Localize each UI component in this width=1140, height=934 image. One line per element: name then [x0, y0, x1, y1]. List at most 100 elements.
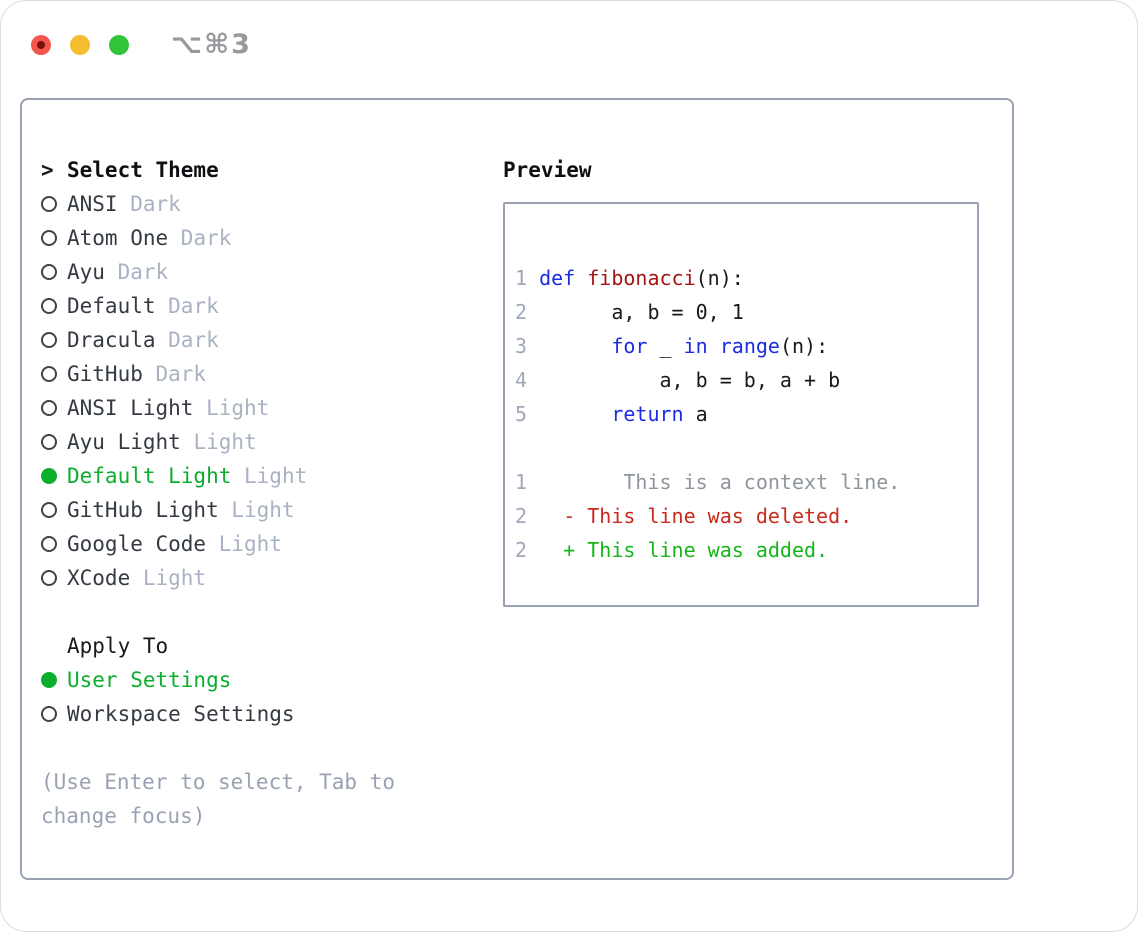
radio-icon [41, 706, 57, 722]
theme-option-github-light[interactable]: GitHub Light Light [41, 493, 491, 527]
option-label: Dracula [67, 328, 156, 352]
radio-icon [41, 536, 57, 552]
code-line: 2 + This line was added. [515, 533, 977, 567]
variant-tag: Light [130, 566, 207, 590]
theme-option-ansi-light[interactable]: ANSI Light Light [41, 391, 491, 425]
option-label: Default Light [67, 464, 232, 488]
radio-icon [41, 570, 57, 586]
radio-icon [41, 298, 57, 314]
apply-to-title: Apply To [67, 634, 169, 658]
code-segment-code_default [539, 504, 563, 528]
apply-to-heading: Apply To [41, 629, 491, 663]
code-segment-code_default: a, b = 0, 1 [539, 300, 744, 324]
theme-option-default-light[interactable]: Default Light Light [41, 459, 491, 493]
theme-option-ayu[interactable]: Ayu Dark [41, 255, 491, 289]
option-label: Google Code [67, 532, 207, 556]
radio-icon [41, 366, 57, 382]
code-segment-deleted: - This line was deleted. [563, 504, 853, 528]
theme-option-google-code[interactable]: Google Code Light [41, 527, 491, 561]
variant-tag: Dark [155, 328, 219, 352]
variant-tag: Dark [168, 226, 232, 250]
close-dot-icon [37, 40, 45, 49]
theme-option-github[interactable]: GitHub Dark [41, 357, 491, 391]
option-label: ANSI Light [67, 396, 194, 420]
radio-selected-icon [41, 672, 57, 688]
apply-option-workspace-settings[interactable]: Workspace Settings [41, 697, 491, 731]
option-label: XCode [67, 566, 131, 590]
code-line: 2 - This line was deleted. [515, 499, 977, 533]
traffic-light-zoom[interactable] [109, 34, 129, 55]
titlebar: ⌥⌘3 [31, 29, 252, 60]
option-label: User Settings [67, 668, 232, 692]
code-segment-code_default [539, 402, 611, 426]
code-segment-line_number: 1 [515, 470, 540, 494]
option-label: ANSI [67, 192, 118, 216]
option-label: GitHub Light [67, 498, 219, 522]
code-segment-keyword: range [719, 334, 780, 358]
code-line: 1 This is a context line. [515, 465, 977, 499]
radio-icon [41, 434, 57, 450]
variant-tag: Light [218, 498, 295, 522]
option-label: Atom One [67, 226, 169, 250]
code-segment-line_number: 2 [515, 538, 540, 562]
code-line [515, 431, 977, 465]
apply-option-user-settings[interactable]: User Settings [41, 663, 491, 697]
code-segment-context: This is a context line. [539, 470, 901, 494]
code-segment-line_number: 4 [515, 368, 540, 392]
code-line: 4 a, b = b, a + b [515, 363, 977, 397]
variant-tag: Light [231, 464, 308, 488]
variant-tag: Dark [142, 362, 207, 386]
select-theme-heading: > Select Theme [41, 153, 491, 187]
theme-option-ayu-light[interactable]: Ayu Light Light [41, 425, 491, 459]
variant-tag: Light [206, 532, 282, 556]
code-line: 3 for _ in range(n): [515, 329, 977, 363]
variant-tag: Dark [155, 294, 219, 318]
variant-tag: Light [180, 430, 257, 454]
code-line: 1 def fibonacci(n): [515, 261, 977, 295]
code-segment-keyword: return [611, 402, 684, 426]
traffic-light-minimize[interactable] [70, 34, 90, 55]
traffic-light-close[interactable] [31, 34, 51, 55]
code-segment-added: + This line was added. [563, 538, 829, 562]
radio-icon [41, 196, 57, 212]
traffic-lights [31, 34, 148, 55]
window-title: ⌥⌘3 [171, 29, 252, 60]
code-line: 2 a, b = 0, 1 [515, 295, 977, 329]
keyboard-hint: (Use Enter to select, Tab to change focu… [41, 770, 396, 828]
code-segment-line_number: 2 [515, 300, 540, 324]
code-segment-code_default: (n): [695, 266, 744, 290]
radio-icon [41, 230, 57, 246]
code-segment-keyword: def [539, 266, 588, 290]
theme-option-ansi[interactable]: ANSI Dark [41, 187, 491, 221]
code-segment-line_number: 1 [515, 266, 540, 290]
code-line: 5 return a [515, 397, 977, 431]
radio-icon [41, 502, 57, 518]
code-segment-code_default [708, 334, 720, 358]
select-theme-title: Select Theme [67, 158, 219, 182]
theme-option-default[interactable]: Default Dark [41, 289, 491, 323]
variant-tag: Light [193, 396, 270, 420]
option-label: Workspace Settings [67, 702, 295, 726]
option-label: Ayu Light [67, 430, 181, 454]
option-label: GitHub [67, 362, 143, 386]
radio-icon [41, 264, 57, 280]
code-segment-keyword: in [683, 334, 708, 358]
preview-panel: Preview 1 def fibonacci(n):2 a, b = 0, 1… [503, 153, 993, 607]
preview-title: Preview [503, 158, 592, 182]
variant-tag: Dark [117, 192, 181, 216]
theme-option-atom-one[interactable]: Atom One Dark [41, 221, 491, 255]
code-segment-line_number: 3 [515, 334, 540, 358]
code-segment-code_default [539, 334, 611, 358]
variant-tag: Dark [104, 260, 169, 284]
theme-option-xcode[interactable]: XCode Light [41, 561, 491, 595]
theme-option-dracula[interactable]: Dracula Dark [41, 323, 491, 357]
radio-selected-icon [41, 468, 57, 484]
